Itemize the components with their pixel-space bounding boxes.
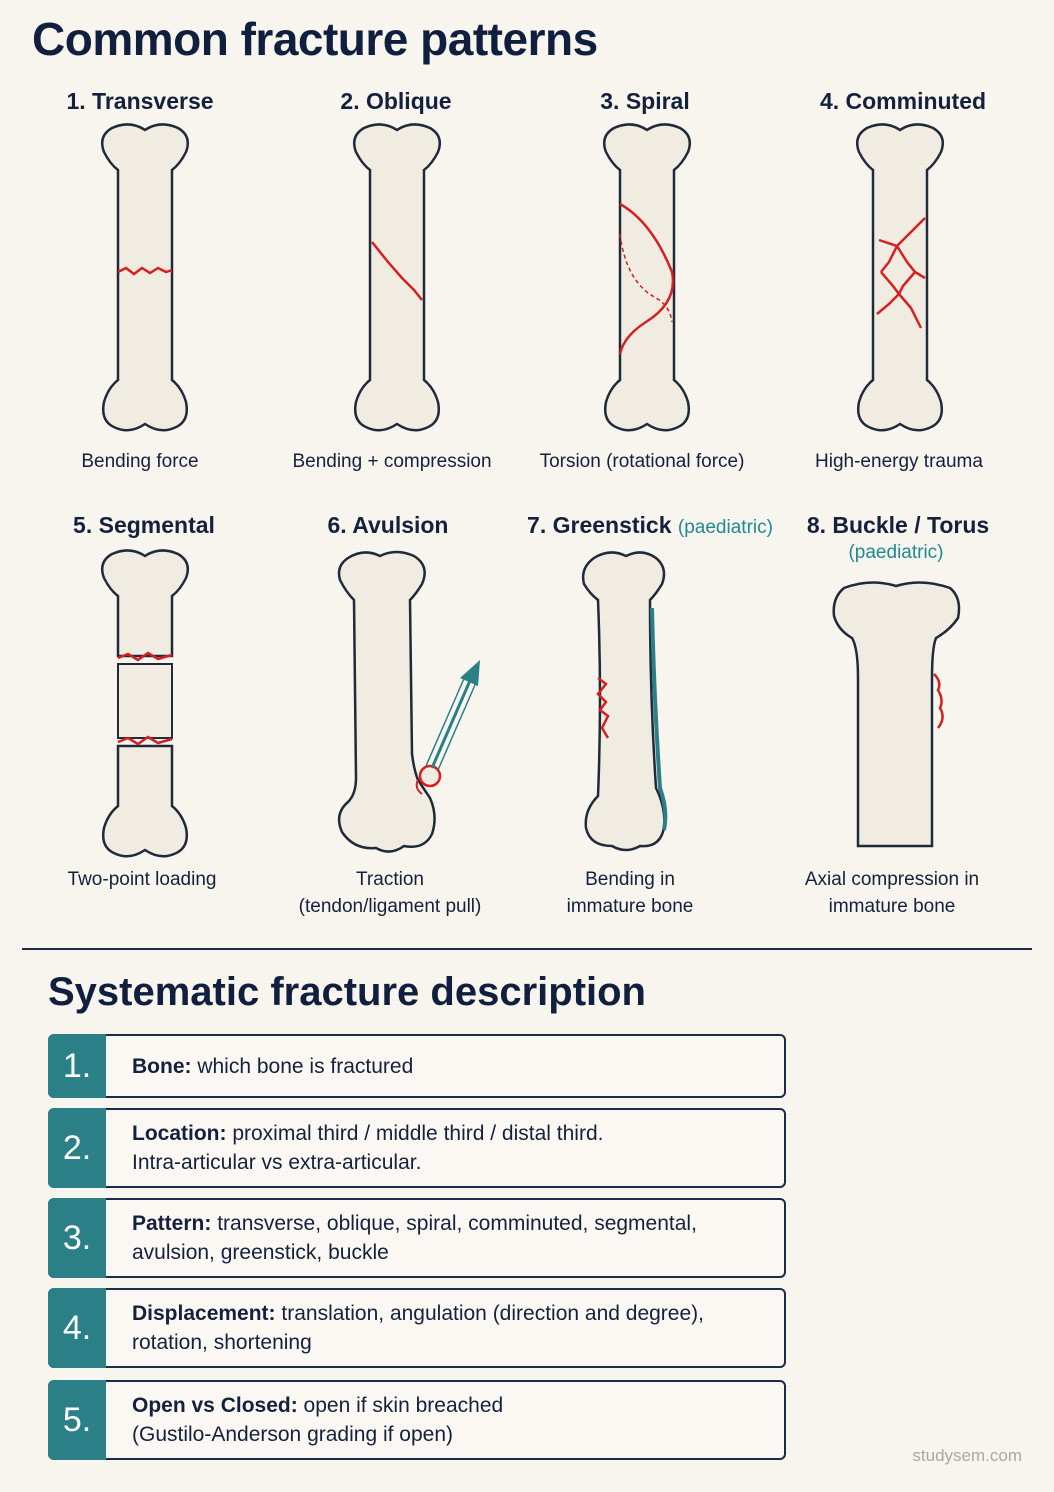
fracture-line — [933, 673, 944, 729]
caption-avulsion: Traction(tendon/ligament pull) — [298, 869, 482, 917]
item-number: 1. — [48, 1034, 106, 1098]
caption-segmental: Two-point loading — [67, 869, 217, 890]
fracture-line — [117, 651, 173, 662]
bone-buckle — [832, 581, 961, 848]
description-item: 4. Displacement: translation, angulation… — [48, 1288, 786, 1368]
fracture-line — [596, 677, 610, 739]
item-label: Location: — [132, 1122, 227, 1145]
pattern-title-comminuted: 4. Comminuted — [819, 88, 987, 114]
fracture-line — [117, 735, 173, 746]
item-number: 4. — [48, 1288, 106, 1368]
section-divider — [22, 948, 1032, 950]
pattern-title-segmental: 5. Segmental — [73, 512, 215, 538]
description-item: 2. Location: proximal third / middle thi… — [48, 1108, 786, 1188]
item-label: Displacement: — [132, 1302, 276, 1325]
bone-greenstick — [581, 551, 668, 852]
caption-transverse: Bending force — [81, 451, 199, 472]
pattern-title-transverse: 1. Transverse — [66, 88, 214, 114]
intact-cortex — [650, 607, 668, 831]
section-title: Systematic fracture description — [48, 970, 646, 1014]
tendon-pull-line — [430, 675, 474, 769]
fracture-line — [117, 266, 173, 276]
pattern-title-buckle: 8. Buckle / Torus — [806, 512, 990, 538]
paediatric-note: (paediatric) — [677, 517, 773, 538]
bone-spiral — [603, 123, 691, 432]
fracture-line — [618, 202, 675, 355]
item-label: Open vs Closed: — [132, 1394, 298, 1417]
description-item: 1. Bone: which bone is fractured — [48, 1034, 786, 1098]
paediatric-note: (paediatric) — [848, 542, 944, 563]
caption-comminuted: High-energy trauma — [815, 451, 983, 472]
pattern-title-greenstick: 7. Greenstick (paediatric) — [527, 512, 773, 538]
pattern-title-avulsion: 6. Avulsion — [327, 512, 449, 538]
item-label: Pattern: — [132, 1212, 212, 1235]
caption-oblique: Bending + compression — [292, 451, 492, 472]
bone-oblique — [353, 123, 441, 432]
description-item: 3. Pattern: transverse, oblique, spiral,… — [48, 1198, 786, 1278]
item-label: Bone: — [132, 1054, 192, 1078]
bone-transverse — [101, 123, 189, 432]
watermark: studysem.com — [912, 1446, 1022, 1465]
item-number: 5. — [48, 1380, 106, 1460]
item-number: 2. — [48, 1108, 106, 1188]
description-item: 5. Open vs Closed: open if skin breached… — [48, 1380, 786, 1460]
pattern-title-oblique: 2. Oblique — [340, 88, 452, 114]
bone-comminuted — [856, 123, 944, 432]
fracture-line — [619, 233, 673, 323]
item-number: 3. — [48, 1198, 106, 1278]
fracture-line — [371, 241, 423, 301]
bone-segmental — [101, 549, 189, 858]
page-title: Common fracture patterns — [32, 13, 598, 65]
arrow-head-icon — [460, 660, 480, 686]
pattern-title-spiral: 3. Spiral — [600, 88, 690, 114]
avulsed-fragment — [418, 764, 442, 788]
caption-spiral: Torsion (rotational force) — [539, 451, 745, 472]
bone-avulsion — [337, 550, 480, 853]
